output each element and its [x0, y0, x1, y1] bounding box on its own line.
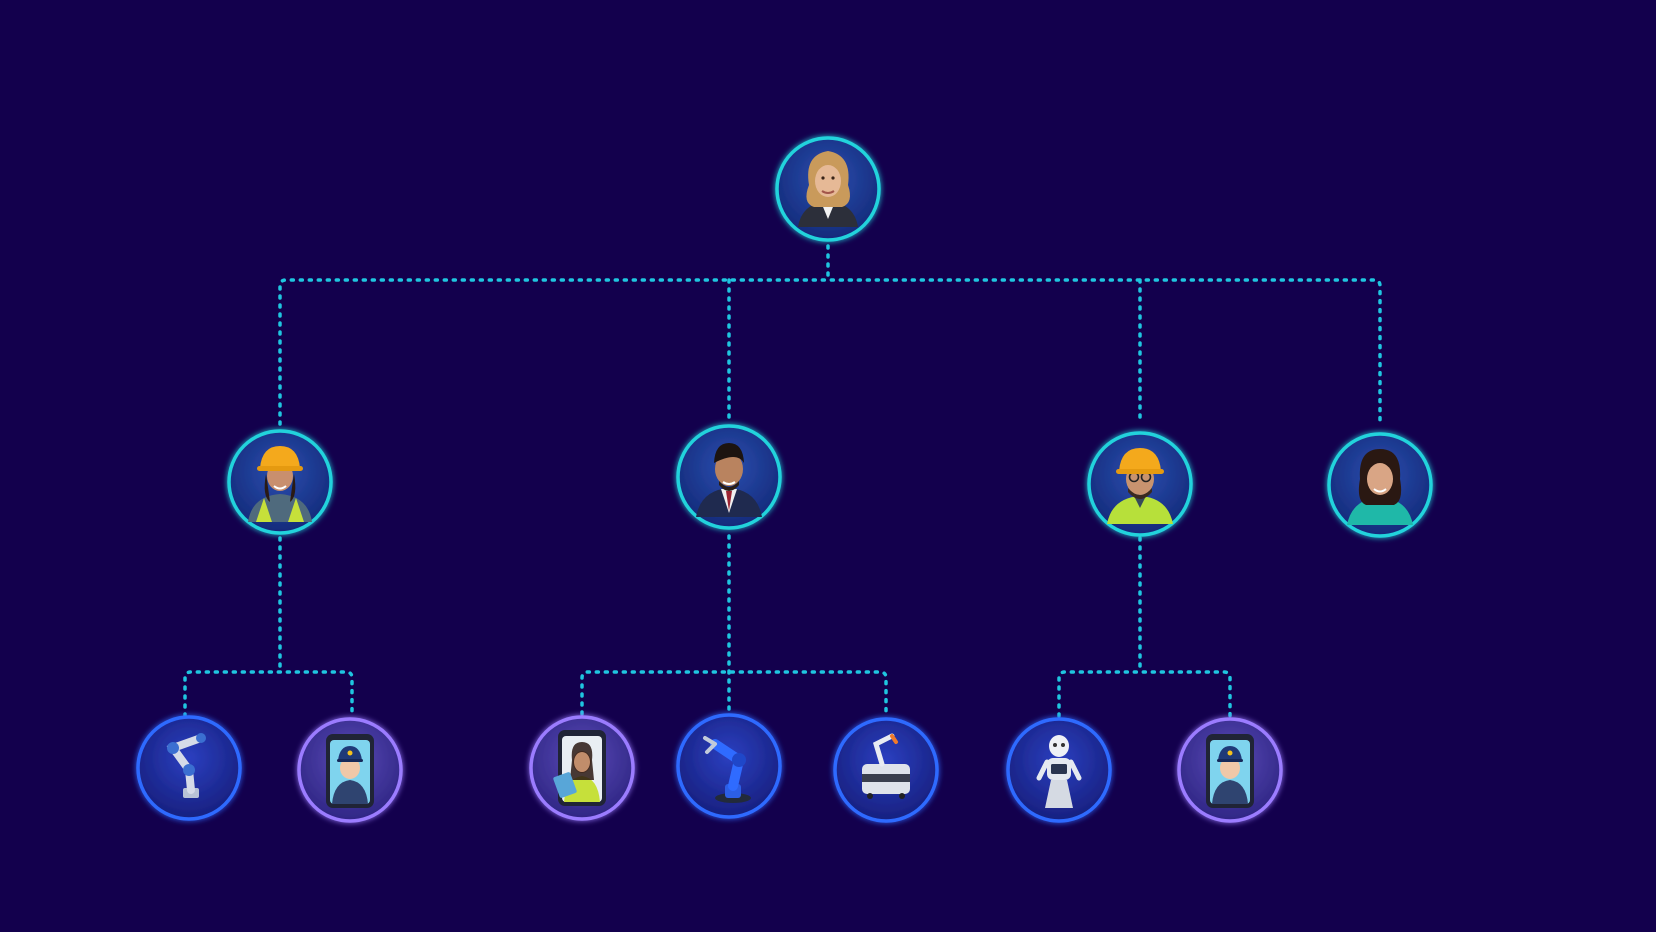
- businesswoman-portrait-icon: [798, 151, 858, 227]
- node-cobot-arm[interactable]: [136, 715, 242, 821]
- phone-worker-tablet-icon: [553, 730, 606, 806]
- connector-n3-bus: [1057, 670, 1232, 718]
- node-root-manager[interactable]: [775, 136, 881, 242]
- humanoid-robot-icon: [1036, 735, 1082, 808]
- node-mobile-robot[interactable]: [833, 717, 939, 823]
- male-worker-hardhat-icon: [1107, 448, 1173, 524]
- node-digital-assistant-1[interactable]: [297, 717, 403, 823]
- connector-level1-bus: [278, 278, 1382, 426]
- node-male-supervisor[interactable]: [1087, 431, 1193, 537]
- node-digital-worker[interactable]: [529, 715, 635, 821]
- node-female-staff[interactable]: [1327, 432, 1433, 538]
- woman-teal-shirt-icon: [1347, 449, 1413, 525]
- node-digital-assistant-2[interactable]: [1177, 717, 1283, 823]
- node-humanoid-robot[interactable]: [1006, 717, 1112, 823]
- node-industrial-robot[interactable]: [676, 713, 782, 819]
- cobot-arm-icon: [166, 733, 206, 798]
- node-male-manager[interactable]: [676, 424, 782, 530]
- female-worker-hardhat-icon: [248, 446, 312, 522]
- node-female-supervisor[interactable]: [227, 429, 333, 535]
- phone-avatar-assistant-icon: [1206, 734, 1254, 808]
- businessman-suit-icon: [696, 443, 762, 517]
- connector-n2-bus: [580, 670, 888, 716]
- connector-n1-bus: [183, 670, 354, 718]
- mobile-robot-cart-icon: [862, 733, 910, 799]
- phone-avatar-assistant-icon: [326, 734, 374, 808]
- connector-lines: [183, 244, 1382, 718]
- industrial-robot-arm-icon: [703, 736, 751, 803]
